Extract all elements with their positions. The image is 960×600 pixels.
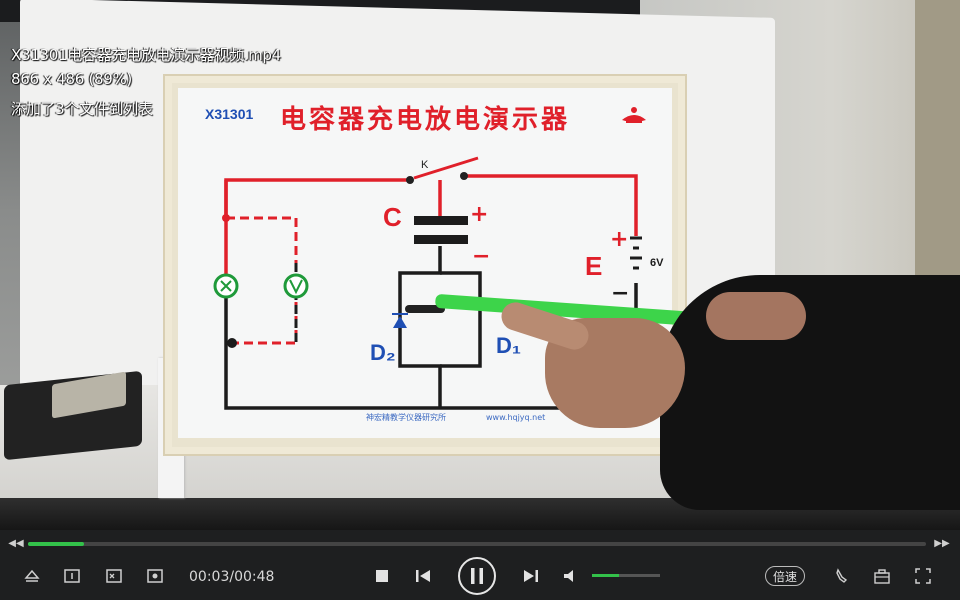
switch-k: K bbox=[406, 156, 479, 184]
pause-icon bbox=[471, 568, 483, 584]
volume-icon[interactable] bbox=[562, 568, 580, 584]
background-door-frame bbox=[915, 0, 960, 300]
record-icon[interactable] bbox=[145, 567, 165, 585]
red-wire bbox=[224, 174, 638, 280]
video-frame[interactable]: X31301 电容器充电放电演示器 bbox=[0, 0, 960, 530]
capacitor-c: C + − bbox=[383, 180, 490, 269]
next-icon[interactable] bbox=[522, 568, 540, 584]
screenshot-icon[interactable] bbox=[104, 567, 124, 585]
ammeter-icon bbox=[213, 273, 239, 299]
stop-icon[interactable] bbox=[374, 568, 390, 584]
osd-message: 添加了3个文件到列表 bbox=[11, 100, 153, 118]
pause-button[interactable] bbox=[458, 557, 496, 595]
volume-level bbox=[592, 574, 620, 577]
osd-filename: X31301电容器充电放电演示器视频.mp4 bbox=[11, 46, 281, 64]
presenter-hand-upper bbox=[706, 292, 806, 340]
label-battery-voltage: 6V bbox=[650, 257, 664, 269]
junction-dot bbox=[227, 338, 237, 348]
voltmeter-icon bbox=[283, 273, 309, 299]
speed-button[interactable]: 倍速 bbox=[765, 566, 805, 586]
circuit-diagram: X31301 电容器充电放电演示器 bbox=[205, 104, 664, 422]
toolbox-icon[interactable] bbox=[872, 566, 892, 586]
eject-icon[interactable] bbox=[22, 567, 42, 585]
diode-d2: D₂ bbox=[370, 313, 408, 365]
board-title: 电容器充电放电演示器 bbox=[280, 104, 570, 135]
junction-dot bbox=[222, 214, 230, 222]
label-d1: D₁ bbox=[496, 333, 521, 358]
label-c-plus: + bbox=[470, 202, 488, 227]
board-model: X31301 bbox=[205, 106, 253, 122]
board-footer-org: 神宏精教学仪器研究所 bbox=[366, 412, 446, 422]
fullscreen-icon[interactable] bbox=[913, 566, 933, 586]
skip-back-icon[interactable]: ◀◀ bbox=[8, 538, 24, 549]
label-c: C bbox=[383, 202, 402, 232]
battery-e: E + − 6V bbox=[585, 227, 664, 306]
volume-slider[interactable] bbox=[592, 574, 660, 577]
label-e-minus: − bbox=[611, 281, 629, 306]
previous-icon[interactable] bbox=[414, 568, 432, 584]
label-d2: D₂ bbox=[370, 340, 396, 365]
label-e-plus: + bbox=[610, 227, 628, 252]
label-c-minus: − bbox=[472, 244, 490, 269]
seek-bar[interactable] bbox=[28, 542, 926, 546]
maker-logo-icon bbox=[622, 107, 646, 123]
clean-icon[interactable] bbox=[832, 566, 852, 586]
test-lead-tip bbox=[405, 305, 445, 313]
board-footer-url: www.hqjyq.net bbox=[486, 413, 545, 422]
label-k: K bbox=[421, 159, 429, 171]
presenter-arm bbox=[660, 275, 960, 510]
playback-time: 00:03/00:48 bbox=[189, 569, 275, 585]
skip-forward-icon[interactable]: ▶▶ bbox=[934, 538, 950, 549]
label-e: E bbox=[585, 251, 602, 281]
osd-resolution: 866 x 486 (89%) bbox=[11, 70, 132, 88]
diode-d1: D₁ bbox=[496, 333, 521, 358]
subtitle-icon[interactable] bbox=[62, 567, 82, 585]
seek-bar-progress bbox=[28, 542, 85, 546]
